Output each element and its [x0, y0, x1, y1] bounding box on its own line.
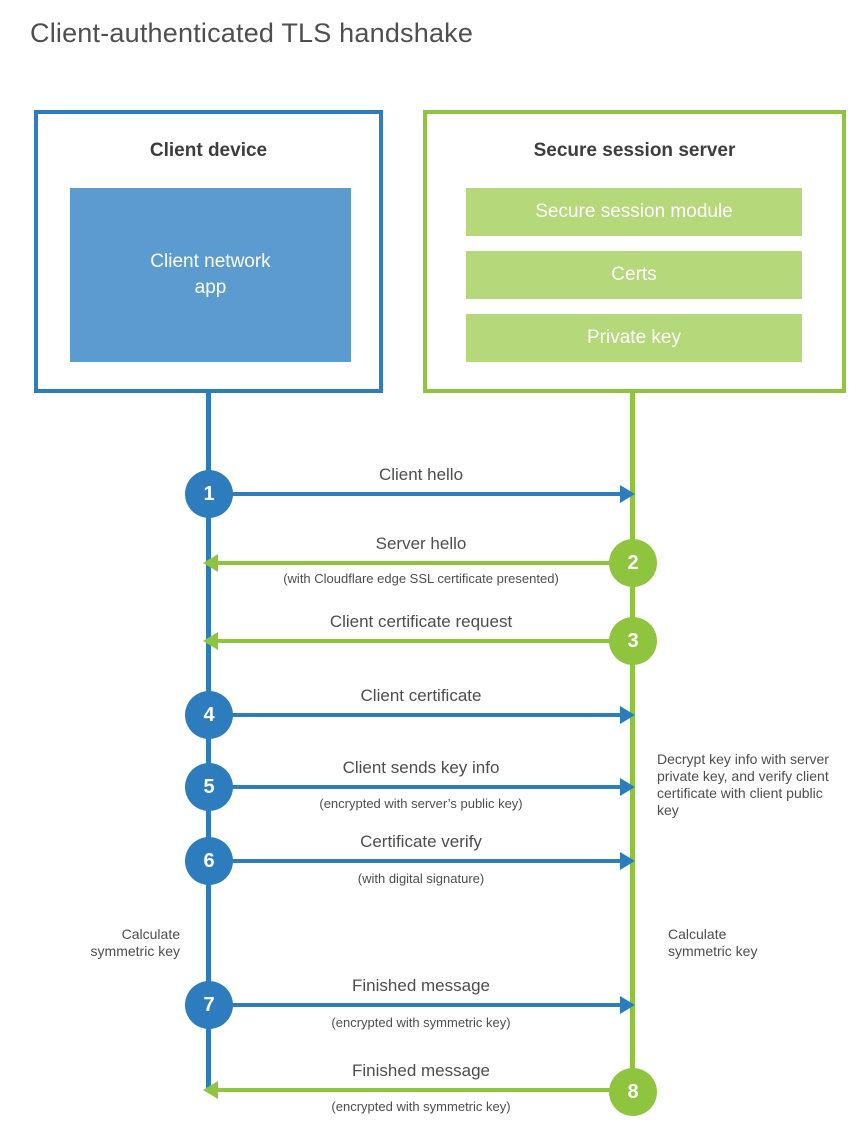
note-calculate-symmetric-key-server: Calculate symmetric key: [668, 926, 758, 959]
arrow-server-to-client: [215, 639, 633, 643]
message-label-client-certificate-request: Client certificate request: [329, 612, 513, 631]
arrowhead-right-icon: [620, 485, 635, 503]
message-subtext: (with Cloudflare edge SSL certificate pr…: [283, 571, 559, 586]
message-label-certificate-verify: Certificate verify: [360, 832, 482, 851]
server-module-certs: Certs: [466, 251, 802, 299]
arrowhead-left-icon: [203, 1081, 218, 1099]
arrow-client-to-server: [211, 859, 622, 863]
server-module-private-key: Private key: [466, 314, 802, 362]
message-label-client-sends-key-info: Client sends key info: [342, 758, 500, 777]
arrow-client-to-server: [211, 492, 622, 496]
message-label-finished-message-server: Finished message: [352, 1061, 490, 1080]
message-label-finished-message-client: Finished message: [352, 976, 490, 995]
arrow-server-to-client: [215, 1088, 633, 1092]
page-title: Client-authenticated TLS handshake: [30, 18, 474, 48]
step-circle-3: 3: [609, 617, 657, 665]
arrow-server-to-client: [215, 561, 633, 565]
arrowhead-right-icon: [620, 706, 635, 724]
arrowhead-right-icon: [620, 996, 635, 1014]
message-subtext: (encrypted with server’s public key): [319, 796, 523, 811]
message-subtext: (encrypted with symmetric key): [331, 1099, 511, 1114]
server-module-secure-session-module: Secure session module: [466, 188, 802, 236]
server-lifeline: [630, 391, 635, 1094]
arrowhead-right-icon: [620, 778, 635, 796]
arrowhead-right-icon: [620, 852, 635, 870]
step-circle-4: 4: [185, 691, 233, 739]
arrowhead-left-icon: [203, 632, 218, 650]
client-device-title: Client device: [149, 140, 268, 161]
note-decrypt-key-info: Decrypt key info with server private key…: [657, 751, 829, 818]
message-label-client-certificate: Client certificate: [360, 686, 482, 705]
message-label-server-hello: Server hello: [375, 534, 467, 553]
client-lifeline: [206, 391, 211, 1090]
message-label-client-hello: Client hello: [378, 465, 464, 484]
note-calculate-symmetric-key-client: Calculate symmetric key: [90, 926, 180, 959]
step-circle-7: 7: [185, 981, 233, 1029]
client-network-app-box: Client network app: [70, 188, 351, 362]
arrowhead-left-icon: [203, 554, 218, 572]
step-circle-5: 5: [185, 763, 233, 811]
arrow-client-to-server: [211, 713, 622, 717]
step-circle-1: 1: [185, 470, 233, 518]
secure-session-server-title: Secure session server: [533, 140, 736, 161]
step-circle-8: 8: [609, 1068, 657, 1116]
message-subtext: (with digital signature): [357, 871, 485, 886]
message-subtext: (encrypted with symmetric key): [331, 1015, 511, 1030]
step-circle-6: 6: [185, 837, 233, 885]
arrow-client-to-server: [211, 1003, 622, 1007]
arrow-client-to-server: [211, 785, 622, 789]
step-circle-2: 2: [609, 539, 657, 587]
